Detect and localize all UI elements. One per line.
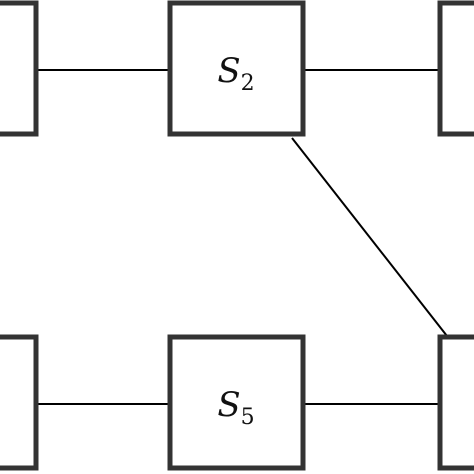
node-s5-symbol: S (217, 385, 240, 425)
node-s5-subscript: 5 (241, 405, 255, 430)
node-right-top (437, 0, 474, 137)
node-s2-label: S2 (217, 51, 254, 96)
node-right-bottom (437, 334, 474, 471)
node-s2 (167, 0, 306, 137)
node-left-top (0, 0, 39, 137)
node-s2-subscript: 2 (241, 71, 255, 96)
node-s5-label: S5 (217, 385, 254, 430)
edge-s2-to-right-bottom (291, 137, 448, 337)
node-s2-symbol: S (217, 51, 240, 91)
node-s5 (167, 334, 306, 471)
node-left-bottom (0, 334, 39, 471)
